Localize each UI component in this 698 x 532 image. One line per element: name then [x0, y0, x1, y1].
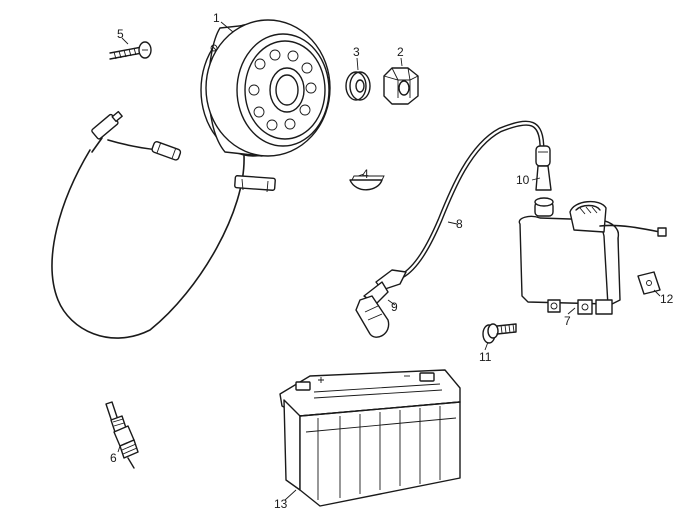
clip-nut-part	[637, 271, 661, 295]
nut-part	[383, 67, 419, 105]
callout-3: 3	[353, 45, 360, 59]
leader-lines	[117, 21, 661, 501]
callout-13: 13	[274, 497, 288, 511]
coil-boot-part	[535, 145, 552, 191]
ignition-coil-part	[518, 197, 667, 315]
stator-wiring	[51, 110, 276, 339]
ht-lead-part	[399, 120, 545, 279]
callout-2: 2	[397, 45, 404, 59]
flywheel-part	[200, 19, 331, 157]
callout-11: 11	[479, 350, 492, 364]
callout-7: 7	[564, 314, 571, 328]
callout-labels: 1 2 3 4 5 6 7 8 9 10 11 12 13	[110, 11, 674, 511]
callout-8: 8	[456, 217, 463, 231]
callout-5: 5	[117, 27, 124, 41]
woodruff-key-part	[349, 175, 385, 191]
washer-part	[345, 71, 371, 101]
coil-bolt-part	[482, 323, 517, 344]
battery-part	[279, 369, 461, 507]
callout-4: 4	[362, 167, 369, 181]
spark-plug-part	[105, 401, 139, 469]
callout-6: 6	[110, 451, 117, 465]
screw-part	[109, 41, 152, 60]
callout-9: 9	[391, 300, 398, 314]
callout-1: 1	[213, 11, 220, 25]
spark-plug-cap-part	[355, 269, 407, 338]
callout-12: 12	[660, 292, 674, 306]
callout-10: 10	[516, 173, 530, 187]
